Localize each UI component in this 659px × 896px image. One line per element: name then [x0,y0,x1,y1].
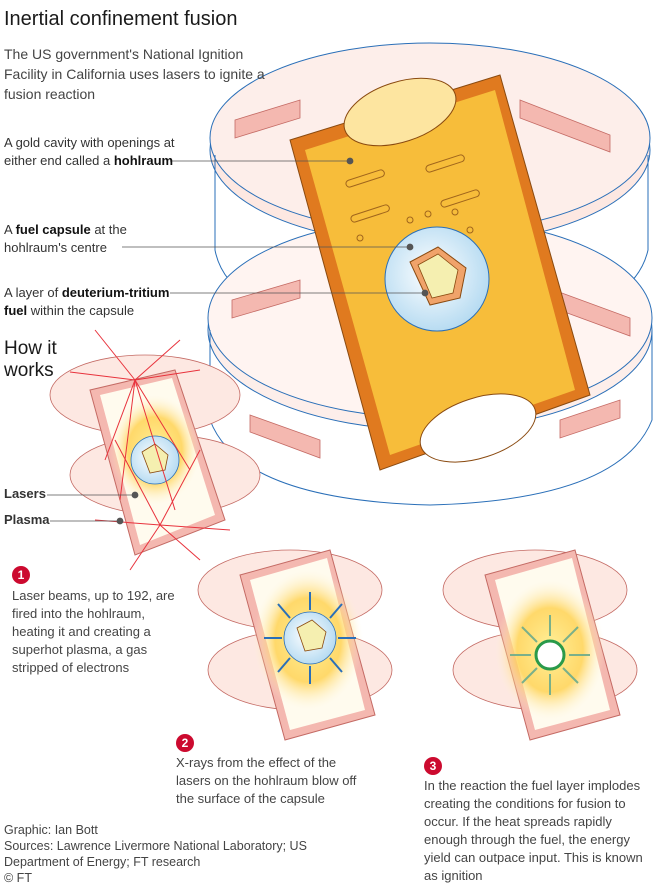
callout-capsule-post: at the hohlraum's centre [4,222,127,255]
credit-sources: Sources: Lawrence Livermore National Lab… [4,839,307,869]
step3-diagram [442,549,638,741]
step1-text: Laser beams, up to 192, are fired into t… [12,588,175,675]
callout-leaders [122,157,429,297]
step2-badge: 2 [176,734,194,752]
credits: Graphic: Ian Bott Sources: Lawrence Live… [4,822,334,886]
callout-hohlraum-bold: hohlraum [113,153,174,168]
label-plasma: Plasma [4,512,50,527]
laser-beams [69,329,231,571]
callout-fuel-post: within the capsule [27,303,135,318]
callout-capsule-bold: fuel capsule [15,222,91,237]
blowoff-arrows [264,592,356,684]
step2-diagram [197,549,393,741]
callout-capsule: A fuel capsule at the hohlraum's centre [4,221,154,257]
step3-badge: 3 [424,757,442,775]
page-subtitle: The US government's National Ignition Fa… [4,46,265,102]
callout-fuel: A layer of deuterium-tritium fuel within… [4,284,184,320]
main-hohlraum-diagram [207,42,653,506]
credit-copyright: © FT [4,871,32,885]
callout-fuel-bold: deuterium-tritium fuel [4,285,170,318]
callout-hohlraum: A gold cavity with openings at either en… [4,134,194,170]
callout-hohlraum-text: A gold cavity with openings at either en… [4,135,175,168]
page-title: Inertial confinement fusion [4,8,238,30]
step1-diagram [49,329,261,571]
callout-capsule-pre: A [4,222,16,237]
step1-badge: 1 [12,566,30,584]
how-it-works-heading: How it works [4,338,57,381]
label-lasers: Lasers [4,486,46,501]
step2-text: X-rays from the effect of the lasers on … [176,755,357,806]
step3-text: In the reaction the fuel layer implodes … [424,778,643,883]
implosion-arrows [510,615,590,695]
callout-fuel-pre: A layer of [4,285,62,300]
credit-graphic: Graphic: Ian Bott [4,823,98,837]
